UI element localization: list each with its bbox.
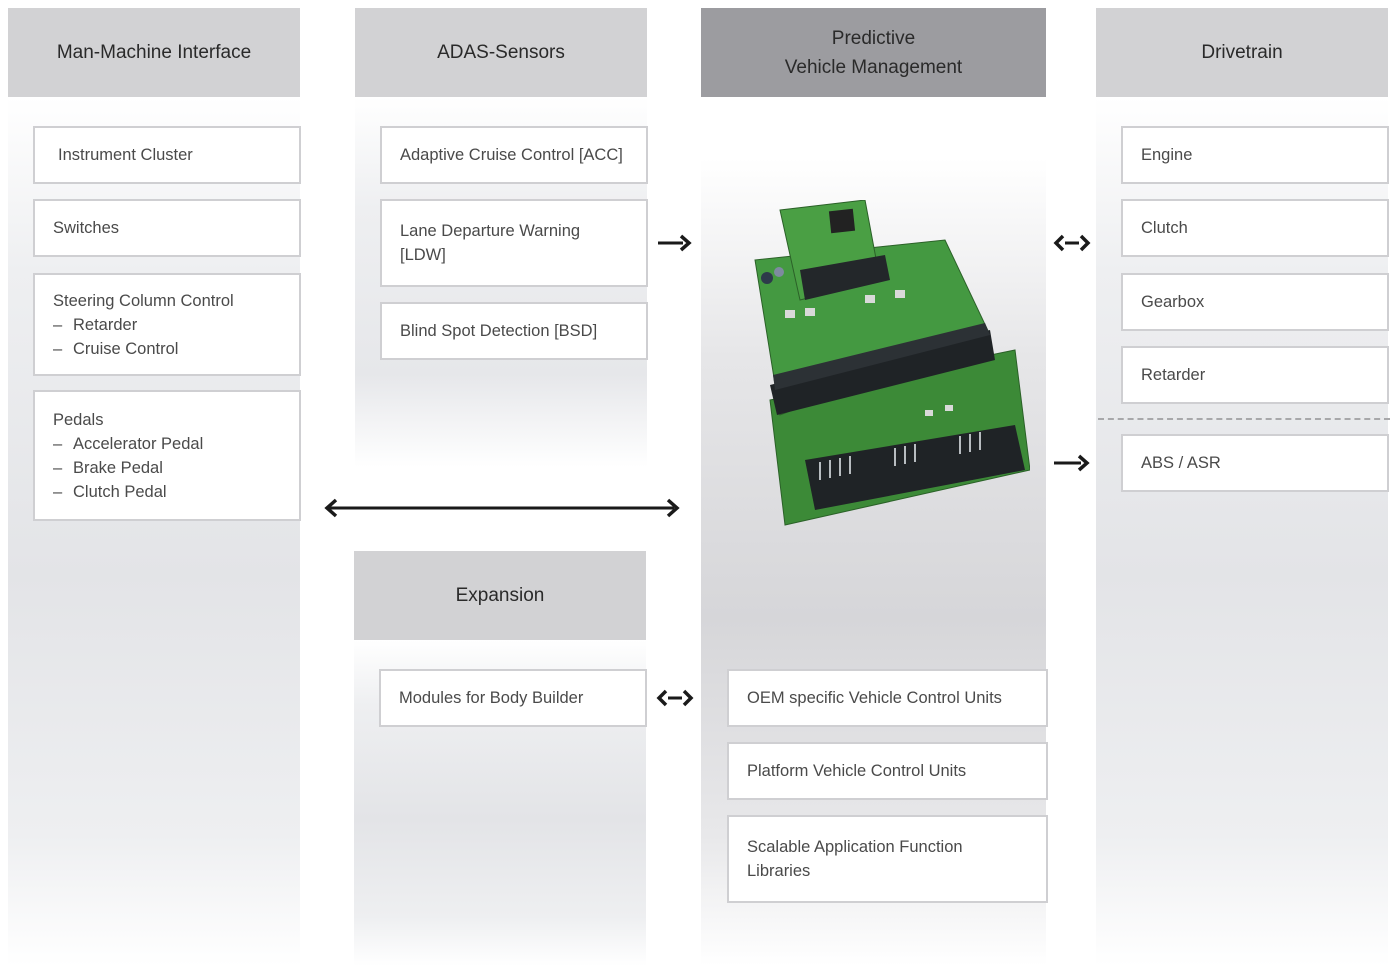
function-libraries-box: Scalable Application Function Libraries <box>727 815 1048 903</box>
drivetrain-column-title: Drivetrain <box>1096 8 1388 97</box>
expansion-pvm-bidirectional-arrow-icon <box>656 689 694 707</box>
clutch-box: Clutch <box>1121 199 1389 257</box>
abs-asr-label: ABS / ASR <box>1141 454 1221 472</box>
acc-box: Adaptive Cruise Control [ACC] <box>380 126 648 184</box>
hmi-column-title: Man-Machine Interface <box>8 8 300 97</box>
electronic-control-unit-image <box>754 200 1030 526</box>
switches-label: Switches <box>53 219 120 237</box>
drivetrain-separator <box>1098 418 1390 420</box>
oem-vcu-label: OEM specific Vehicle Control Units <box>747 689 1002 707</box>
hmi-pvm-bidirectional-arrow-icon <box>324 498 680 518</box>
engine-label: Engine <box>1141 146 1193 164</box>
switches-box: Switches <box>33 199 301 257</box>
instrument-cluster-box: Instrument Cluster <box>33 126 301 184</box>
expansion-column-title: Expansion <box>354 551 646 640</box>
bsd-box: Blind Spot Detection [BSD] <box>380 302 648 360</box>
pvm-to-abs-right-arrow-icon <box>1054 454 1090 472</box>
platform-vcu-box: Platform Vehicle Control Units <box>727 742 1048 800</box>
gearbox-label: Gearbox <box>1141 293 1205 311</box>
pedals-sub-brake: Brake Pedal <box>53 456 281 480</box>
pvm-column-title: Predictive Vehicle Management <box>701 8 1046 97</box>
abs-asr-box: ABS / ASR <box>1121 434 1389 492</box>
function-libraries-label: Scalable Application Function Libraries <box>747 838 963 880</box>
oem-vcu-box: OEM specific Vehicle Control Units <box>727 669 1048 727</box>
pvm-title-line1: Predictive <box>831 27 916 49</box>
steering-sub-cruise-control: Cruise Control <box>53 337 281 361</box>
retarder-box: Retarder <box>1121 346 1389 404</box>
acc-label: Adaptive Cruise Control [ACC] <box>400 146 623 164</box>
ldw-label: Lane Departure Warning [LDW] <box>400 222 581 264</box>
instrument-cluster-label: Instrument Cluster <box>58 146 193 164</box>
clutch-label: Clutch <box>1141 219 1188 237</box>
modules-body-builder-box: Modules for Body Builder <box>379 669 647 727</box>
pvm-drivetrain-bidirectional-arrow-icon <box>1053 234 1091 252</box>
adas-to-pvm-right-arrow-icon <box>658 234 692 252</box>
pedals-label: Pedals <box>53 410 104 429</box>
pedals-sub-accelerator: Accelerator Pedal <box>53 432 281 456</box>
steering-sub-retarder: Retarder <box>53 313 281 337</box>
modules-body-builder-label: Modules for Body Builder <box>399 689 584 707</box>
steering-column-control-label: Steering Column Control <box>53 291 234 310</box>
pvm-title-line2: Vehicle Management <box>784 56 963 78</box>
engine-box: Engine <box>1121 126 1389 184</box>
adas-column-title: ADAS-Sensors <box>355 8 647 97</box>
bsd-label: Blind Spot Detection [BSD] <box>400 322 598 340</box>
ldw-box: Lane Departure Warning [LDW] <box>380 199 648 287</box>
pedals-box: Pedals Accelerator Pedal Brake Pedal Clu… <box>33 390 301 521</box>
gearbox-box: Gearbox <box>1121 273 1389 331</box>
platform-vcu-label: Platform Vehicle Control Units <box>747 762 967 780</box>
steering-column-control-box: Steering Column Control Retarder Cruise … <box>33 273 301 376</box>
retarder-label: Retarder <box>1141 366 1206 384</box>
pedals-sub-clutch: Clutch Pedal <box>53 480 281 504</box>
